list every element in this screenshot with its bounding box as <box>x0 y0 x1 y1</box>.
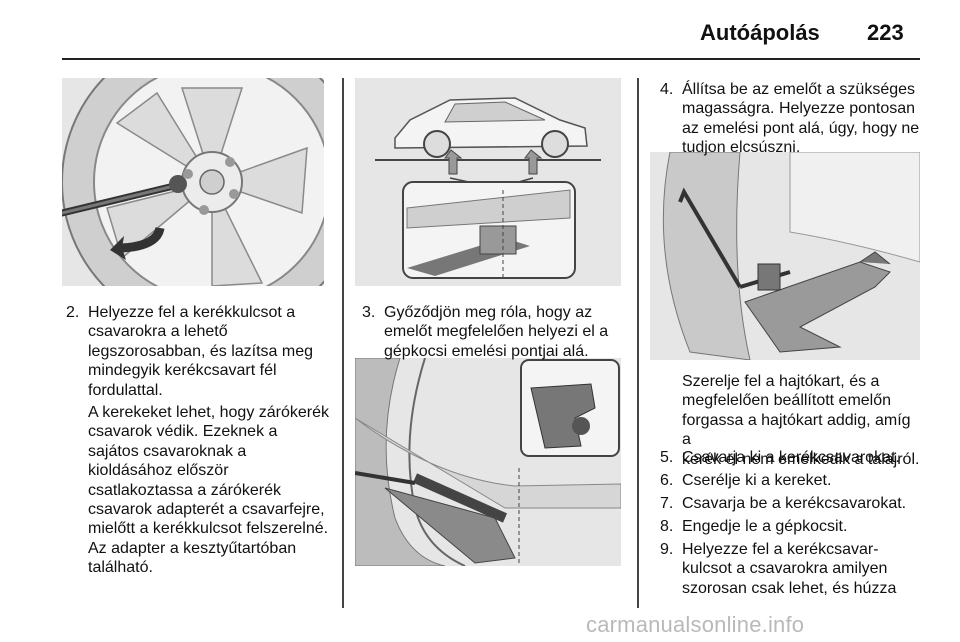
step-8-text: Engedje le a gépkocsit. <box>682 518 848 535</box>
text-line: fordulattal. <box>88 381 163 399</box>
text-line: csavarok adapterét a csavarfejre, <box>88 501 325 519</box>
step-5-number: 5. <box>660 449 674 466</box>
step-8-number: 8. <box>660 518 674 535</box>
text-line: csavarok védik. Ezeknek a <box>88 423 278 441</box>
column-divider-2 <box>637 78 639 608</box>
text-line: emelőt megfelelően helyezi el a <box>384 323 609 341</box>
crank-note: Szerelje fel a hajtókart, és a megfelelő… <box>682 372 920 469</box>
page-section-title: Autóápolás <box>700 20 820 45</box>
step-7-number: 7. <box>660 495 674 512</box>
step-9-number: 9. <box>660 541 674 558</box>
step-6-text: Cserélje ki a kereket. <box>682 472 832 489</box>
car-jack-points-illustration <box>355 78 621 286</box>
text-line: sajátos csavaroknak a <box>88 442 247 460</box>
text-line: Állítsa be az emelőt a szükséges <box>682 81 916 98</box>
step-4-text: Állítsa be az emelőt a szükséges magassá… <box>682 80 922 158</box>
lock-bolt-note: A kerekeket lehet, hogy zárókerék csavar… <box>88 403 338 578</box>
text-line: csatlakoztassa a zárókerék <box>88 481 281 499</box>
text-line: mindegyik kerékcsavart fél <box>88 362 277 380</box>
text-line: magasságra. Helyezze pontosan <box>682 100 916 118</box>
jack-crank-illustration <box>650 152 920 360</box>
text-line: gépkocsi emelési pontjai alá. <box>384 342 589 360</box>
text-line: megfelelően beállított emelőn <box>682 392 892 410</box>
text-line: kulcsot a csavarokra amilyen <box>682 560 888 578</box>
text-line: Helyezze fel a kerékcsavar- <box>682 541 879 558</box>
text-line: csavarokra a lehető <box>88 323 228 341</box>
text-line: tudjon elcsúszni. <box>682 139 801 157</box>
text-line: az emelési pont alá, úgy, hogy ne <box>682 119 920 137</box>
step-4-number: 4. <box>660 81 674 98</box>
column-divider-1 <box>342 78 344 608</box>
text-line: A kerekeket lehet, hogy zárókerék <box>88 404 330 421</box>
step-2-text: Helyezze fel a kerékkulcsot a csavarokra… <box>88 303 348 400</box>
text-line: legszorosabban, és lazítsa meg <box>88 342 314 360</box>
step-5-text: Csavarja ki a kerékcsavarokat. <box>682 449 900 466</box>
page-number: 223 <box>867 20 904 45</box>
step-3-number: 3. <box>362 304 376 321</box>
text-line: található. <box>88 559 153 577</box>
text-line: kioldásához először <box>88 462 229 480</box>
step-6-number: 6. <box>660 472 674 489</box>
step-2-number: 2. <box>66 304 80 321</box>
wheel-wrench-illustration <box>62 78 324 286</box>
step-3-text: Győződjön meg róla, hogy az emelőt megfe… <box>384 303 634 361</box>
text-line: Szerelje fel a hajtókart, és a <box>682 373 880 390</box>
watermark: carmanualsonline.info <box>586 612 805 637</box>
text-line: Az adapter a kesztyűtartóban <box>88 539 297 557</box>
text-line: Helyezze fel a kerékkulcsot a <box>88 304 296 321</box>
header-divider <box>62 58 920 60</box>
text-line: Győződjön meg róla, hogy az <box>384 304 593 321</box>
text-line: kerék el nem emelkedik a talajról. <box>682 450 920 468</box>
jack-placement-illustration <box>355 358 621 566</box>
step-9-text: Helyezze fel a kerékcsavar- kulcsot a cs… <box>682 540 896 598</box>
text-line: mielőtt a kerékkulcsot felszerelné. <box>88 520 329 538</box>
text-line: szorosan csak lehet, és húzza <box>682 579 897 597</box>
step-7-text: Csavarja be a kerékcsavarokat. <box>682 495 907 512</box>
text-line: forgassa a hajtókart addig, amíg a <box>682 411 911 449</box>
